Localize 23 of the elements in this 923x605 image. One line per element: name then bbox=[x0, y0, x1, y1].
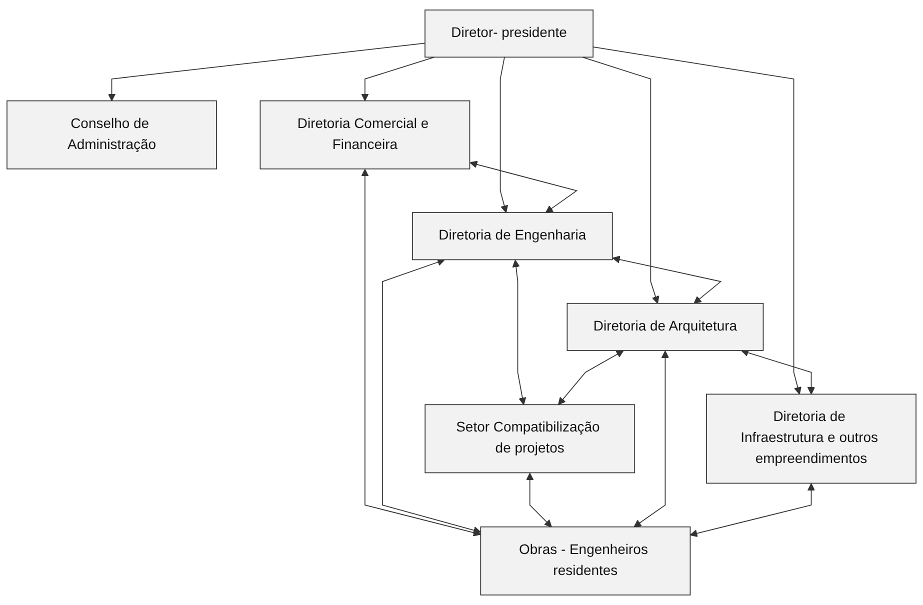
arrow bbox=[634, 350, 670, 528]
arrow bbox=[526, 472, 552, 528]
node-box: Diretoria de Infraestrutura e outros empreendimentos bbox=[706, 394, 916, 484]
node-box: Conselho de Administração bbox=[6, 100, 217, 170]
arrow bbox=[512, 260, 526, 405]
node-box: Setor Compatibilização de projetos bbox=[424, 404, 636, 474]
arrow bbox=[741, 349, 816, 395]
node-box: Diretoria Comercial e Financeira bbox=[260, 100, 470, 170]
arrow bbox=[470, 160, 578, 213]
arrow bbox=[690, 483, 816, 538]
node-box: Obras - Engenheiros residentes bbox=[480, 526, 691, 596]
node-box: Diretor- presidente bbox=[424, 10, 594, 58]
arrow bbox=[361, 56, 435, 102]
arrow bbox=[500, 56, 508, 213]
arrow bbox=[361, 168, 481, 536]
node-box: Diretoria de Arquitetura bbox=[566, 302, 764, 351]
arrow bbox=[592, 46, 802, 395]
node-box: Diretoria de Engenharia bbox=[412, 212, 613, 260]
arrow bbox=[558, 350, 624, 405]
arrow bbox=[582, 56, 660, 304]
arrow bbox=[612, 256, 722, 304]
arrow bbox=[108, 42, 426, 102]
arrow bbox=[382, 258, 481, 534]
